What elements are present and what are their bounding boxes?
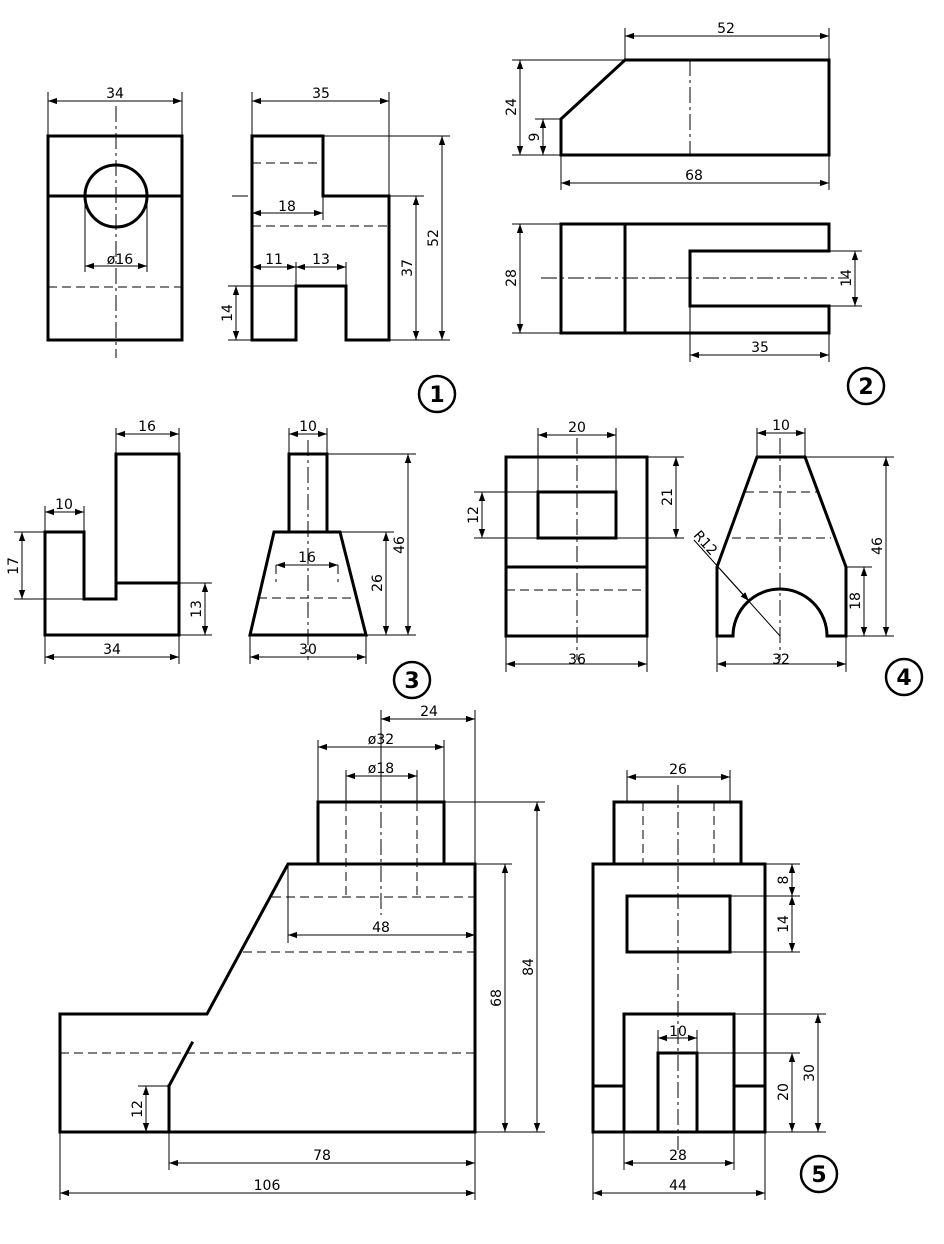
fig3-label: 3 [392,660,432,700]
fig4-dim-18: 18 [848,592,864,610]
fig3-dim-46: 46 [392,536,408,554]
fig5-front-view [58,785,477,1134]
figure-5: 24 ø32 ø18 48 78 106 26 10 28 44 84 68 1… [58,704,839,1200]
fig3-label-text: 3 [404,669,419,694]
fig5-dim-48: 48 [372,920,390,936]
fig3-dimensions: 16 10 34 10 16 30 17 13 46 26 [6,419,416,664]
fig5-dim-20: 20 [776,1083,792,1101]
fig1-dim-34: 34 [106,86,124,102]
fig4-dim-20: 20 [568,420,586,436]
fig5-dim-10: 10 [669,1024,687,1040]
fig2-front-view [559,58,831,157]
fig2-top-view [541,222,849,335]
fig3-dim-17: 17 [6,557,22,575]
fig4-label: 4 [884,657,924,697]
fig4-dim-36: 36 [568,652,586,668]
fig5-label: 5 [799,1154,839,1194]
fig5-dimensions: 24 ø32 ø18 48 78 106 26 10 28 44 84 68 1… [59,704,826,1200]
fig5-dim-14: 14 [776,915,792,933]
fig3-dim-16: 16 [138,419,156,435]
fig1-label-text: 1 [429,383,444,408]
fig5-dim-12: 12 [130,1100,146,1118]
fig2-dim-28: 28 [504,269,520,287]
fig5-dim-8: 8 [776,876,792,885]
fig5-dim-26: 26 [669,762,687,778]
fig4-dim-r12: R12 [690,528,720,559]
fig1-label: 1 [417,374,457,414]
fig3-dim-26: 26 [370,574,386,592]
fig3-dim-34: 34 [103,642,121,658]
fig1-dim-dia16: ø16 [107,252,133,268]
fig2-label-text: 2 [858,375,873,400]
fig2-dim-24: 24 [504,98,520,116]
fig2-dim-52: 52 [717,21,735,37]
fig5-dim-28: 28 [669,1148,687,1164]
fig4-dim-12: 12 [466,506,482,524]
fig1-dim-52: 52 [426,229,442,247]
fig4-dim-46: 46 [870,537,886,555]
fig5-dim-30: 30 [802,1064,818,1082]
fig1-dim-18: 18 [278,199,296,215]
figure-3: 16 10 34 10 16 30 17 13 46 26 3 [6,419,432,700]
fig5-dim-24: 24 [420,704,438,720]
fig3-dim-10b: 10 [299,419,317,435]
fig4-dim-32: 32 [772,652,790,668]
fig3-front-view [43,452,181,637]
fig4-dimensions: 20 36 10 32 12 21 46 18 R12 [466,418,894,672]
fig4-dim-10: 10 [772,418,790,434]
fig3-dim-16b: 16 [298,550,316,566]
fig2-dim-9: 9 [527,133,543,142]
fig3-dim-30: 30 [299,642,317,658]
fig1-dim-14: 14 [220,304,236,322]
fig5-dim-78: 78 [313,1148,331,1164]
fig4-dim-21: 21 [660,488,676,506]
fig2-dimensions: 52 68 35 24 9 28 14 [504,21,862,362]
fig2-dim-14: 14 [839,269,855,287]
fig3-dim-10: 10 [55,497,73,513]
fig5-dim-68: 68 [489,989,505,1007]
figure-2: 52 68 35 24 9 28 14 2 [504,21,886,406]
fig1-side-view [232,134,391,342]
fig3-dim-13: 13 [189,600,205,618]
fig5-dim-dia18: ø18 [368,761,394,777]
fig5-dim-106: 106 [254,1178,281,1194]
fig5-label-text: 5 [811,1163,826,1188]
figure-1: 34 ø16 35 18 11 13 52 37 14 1 [46,86,457,414]
fig1-dimensions: 34 ø16 35 18 11 13 52 37 14 [47,86,450,341]
fig1-front-view [46,106,184,358]
fig1-dim-37: 37 [400,259,416,277]
fig1-dim-11: 11 [265,252,283,268]
fig5-dim-dia32: ø32 [368,732,394,748]
fig2-dim-68: 68 [685,168,703,184]
fig5-side-view [591,785,767,1150]
fig1-dim-13: 13 [312,252,330,268]
fig4-side-view [715,438,848,660]
fig1-dim-35: 35 [312,86,330,102]
fig4-label-text: 4 [896,666,911,691]
figure-4: 20 36 10 32 12 21 46 18 R12 4 [466,418,924,697]
fig5-dim-84: 84 [521,958,537,976]
fig2-label: 2 [846,366,886,406]
fig5-dim-44: 44 [669,1178,687,1194]
fig4-front-view [504,438,649,660]
fig2-dim-35: 35 [751,340,769,356]
